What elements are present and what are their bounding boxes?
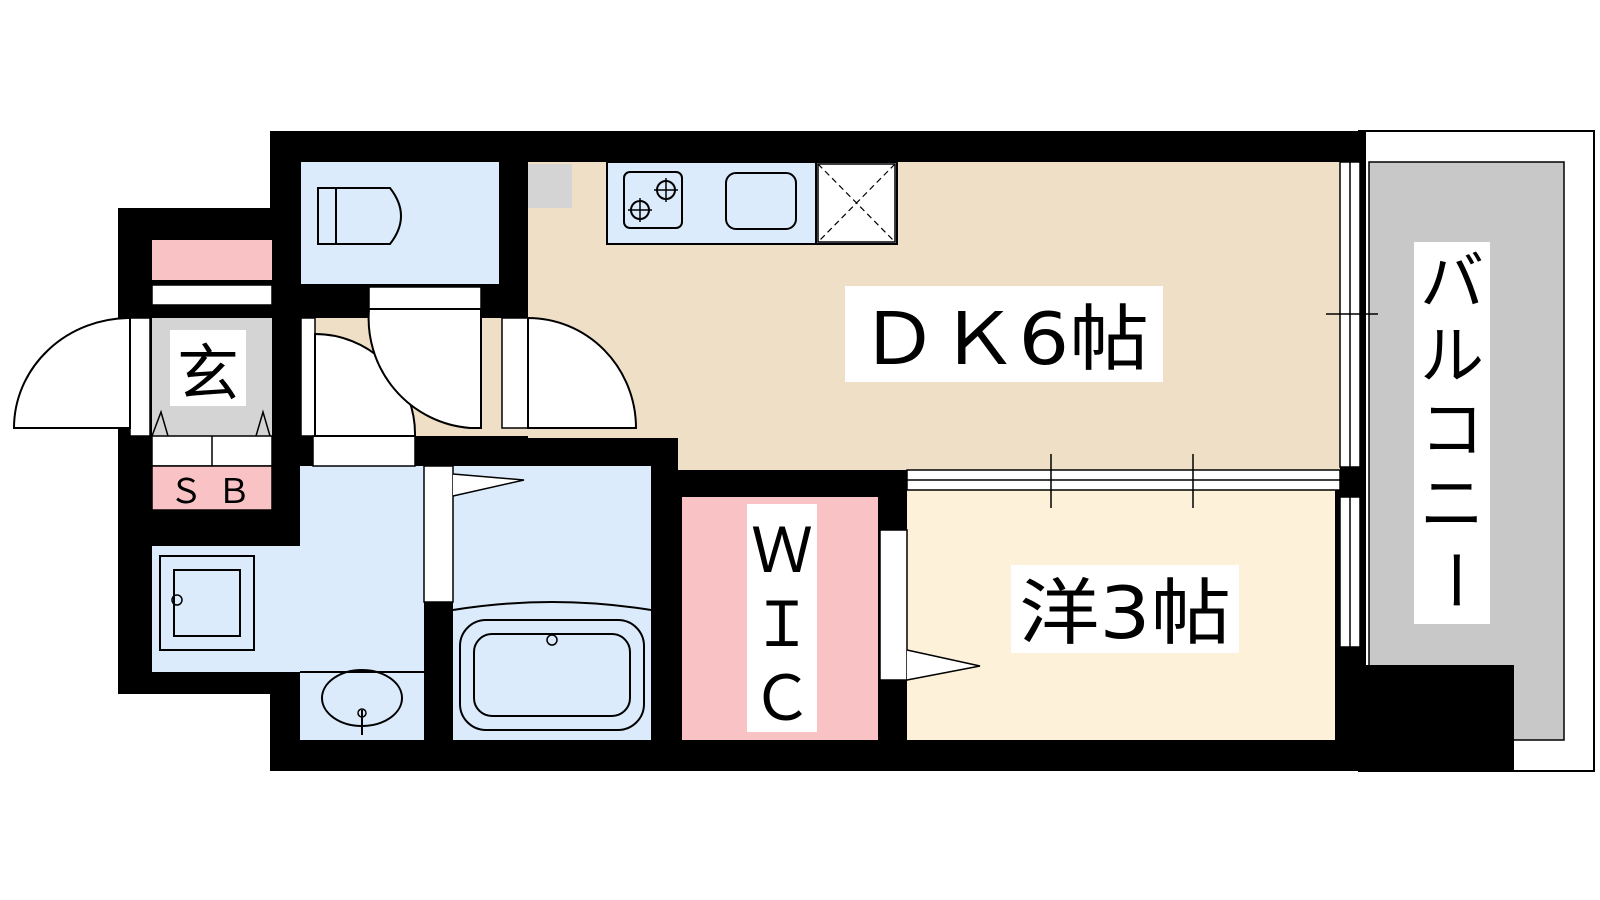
dk-room-label: ＤＫ6帖 (859, 297, 1149, 381)
bath-door-marker (452, 473, 525, 497)
sink-icon (725, 172, 797, 230)
washing-machine-icon (159, 555, 255, 651)
pipe-shaft (528, 164, 572, 208)
shoe-box-label-b: Ｂ (217, 472, 251, 512)
window-frames (129, 161, 1378, 681)
washbasin-icon (300, 669, 424, 740)
kitchen-counter (606, 161, 898, 245)
bathtub-icon (452, 601, 652, 731)
balcony-label-5: ー (1416, 548, 1490, 612)
western-room-label: 洋3帖 (1019, 571, 1231, 655)
balcony-label-1: バ (1420, 246, 1484, 320)
shoe-box-label-s: Ｓ (169, 472, 203, 512)
entrance-label: 玄 (177, 337, 239, 410)
fridge-space (817, 163, 896, 243)
balcony-label-3: コ (1420, 394, 1484, 468)
door-swings (12, 308, 638, 437)
toilet-door (367, 308, 482, 429)
wic-label-w: Ｗ (751, 514, 813, 587)
balcony-label-2: ル (1420, 320, 1484, 394)
balcony-label-4: ニ (1420, 468, 1484, 542)
entrance-door (12, 316, 131, 429)
wic-label-i: Ｉ (751, 588, 813, 661)
wic-label-c: Ｃ (751, 662, 813, 735)
toilet-icon (317, 187, 402, 245)
dk-door (527, 316, 638, 429)
wic-door-marker (906, 649, 981, 681)
stove-icon (623, 171, 683, 229)
